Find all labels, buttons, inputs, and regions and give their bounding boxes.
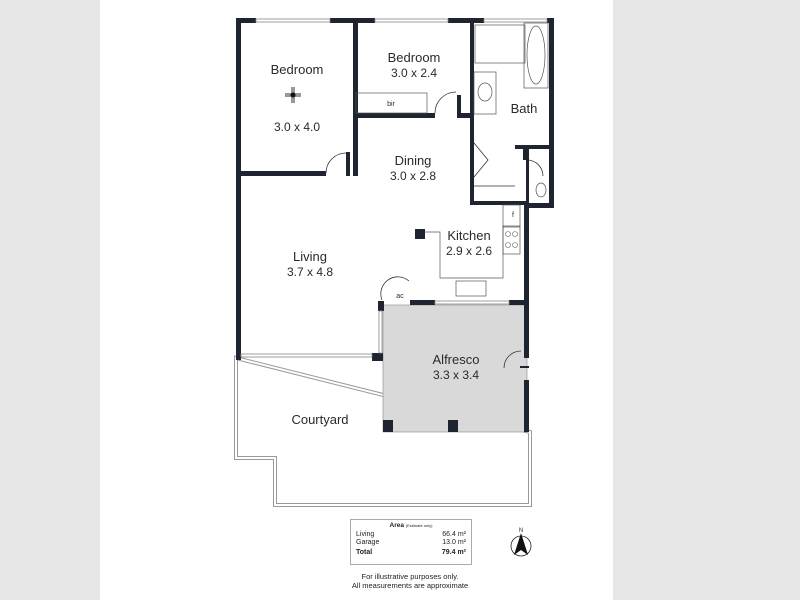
ceiling-fan-icon — [290, 92, 296, 98]
fixtures — [285, 22, 549, 297]
area-total-row: Total 79.4 m² — [356, 549, 466, 557]
area-row: Garage 13.0 m² — [356, 539, 466, 547]
area-row-label: Living — [356, 531, 375, 538]
room-name-courtyard: Courtyard — [291, 412, 348, 427]
robe-label: bir — [387, 101, 395, 108]
area-total-label: Total — [356, 549, 373, 556]
fridge-label: f — [512, 212, 514, 219]
room-name-alfresco: Alfresco — [433, 352, 480, 367]
area-row-label: Garage — [356, 539, 380, 546]
room-size-alfresco: 3.3 x 3.4 — [433, 368, 479, 382]
north-compass-icon: N — [510, 528, 532, 557]
room-size-bedroom-2: 3.0 x 2.4 — [391, 66, 437, 80]
disclaimer-line: For illustrative purposes only. — [361, 572, 459, 581]
area-total-value: 79.4 m² — [441, 549, 466, 556]
room-name-bath: Bath — [511, 101, 538, 116]
room-name-bedroom-1: Bedroom — [271, 62, 324, 77]
room-size-dining: 3.0 x 2.8 — [390, 169, 436, 183]
area-row-value: 13.0 m² — [442, 539, 466, 546]
disclaimer: For illustrative purposes only. All meas… — [330, 572, 490, 590]
alfresco-floor — [382, 304, 528, 433]
room-size-bedroom-1: 3.0 x 4.0 — [274, 120, 320, 134]
aircon-label: ac — [396, 293, 404, 300]
svg-text:N: N — [519, 528, 523, 534]
disclaimer-line: All measurements are approximate — [351, 581, 469, 590]
area-row-value: 66.4 m² — [442, 531, 466, 538]
walls — [236, 18, 554, 432]
room-size-living: 3.7 x 4.8 — [287, 265, 333, 279]
doors — [325, 91, 544, 369]
area-subtitle: (Estimate only) — [405, 523, 433, 528]
room-size-kitchen: 2.9 x 2.6 — [446, 244, 492, 258]
room-name-bedroom-2: Bedroom — [388, 50, 441, 65]
room-name-kitchen: Kitchen — [447, 228, 490, 243]
area-title: Area (Estimate only) — [356, 522, 466, 529]
room-name-dining: Dining — [395, 153, 432, 168]
room-name-living: Living — [293, 249, 327, 264]
windows — [240, 18, 548, 358]
area-row: Living 66.4 m² — [356, 531, 466, 539]
area-table: Area (Estimate only) Living 66.4 m² Garag… — [350, 519, 472, 565]
area-title-text: Area — [389, 522, 404, 529]
cooktop-icon — [505, 231, 518, 248]
